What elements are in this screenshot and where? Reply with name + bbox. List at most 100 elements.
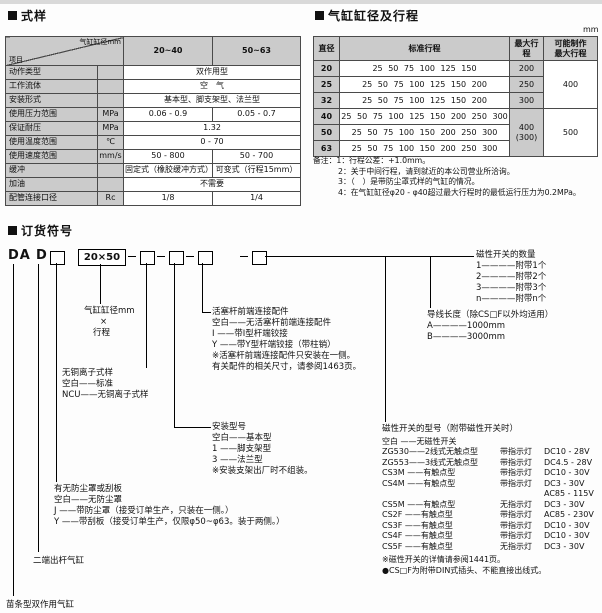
section-title-bore-stroke-text: 气缸缸径及行程 xyxy=(328,9,420,23)
switch-model-code: CS5M ——有触点型 xyxy=(382,499,456,509)
switch-model-code: CS2F ——有触点型 xyxy=(382,510,453,519)
leader-line-rod-end xyxy=(202,263,203,312)
spec-unit-cell: ℃ xyxy=(97,134,124,150)
switch-model-note: ※磁性开关的详情请参阅1441页。 xyxy=(382,555,506,564)
spec-unit-cell xyxy=(97,176,124,192)
mounting-option: 空白——基本型 xyxy=(212,433,272,443)
option-box-rod-end xyxy=(198,251,213,265)
leader-line-series xyxy=(13,264,14,596)
stroke-limit-cell: 300 xyxy=(509,92,544,109)
diameter-cell: 50 xyxy=(313,124,340,141)
stroke-limit-cell: 400 (300) xyxy=(509,108,544,157)
leader-line-dust-cover xyxy=(56,263,57,482)
diameter-cell: 25 xyxy=(313,76,340,93)
stroke-limit-cell: 250 xyxy=(509,76,544,93)
switch-indicator-type: 无指示灯 xyxy=(500,541,532,551)
spec-label-cell: 配管连接口径 xyxy=(5,190,98,206)
switch-indicator-type: 带指示灯 xyxy=(500,478,532,488)
stroke-header-row: 直径 标准行程 最大行程 可能制作 最大行程 xyxy=(313,36,598,61)
switch-model-row: 空白 ——无磁性开关 xyxy=(382,437,598,448)
callout-title: 磁性开关的型号（附带磁性开关时） xyxy=(382,424,519,434)
leader-line-switch-model xyxy=(385,256,386,422)
switch-indicator-type: 带指示灯 xyxy=(500,457,532,467)
switch-indicator-type xyxy=(500,437,544,448)
spec-value-cell: 1.32 xyxy=(123,120,301,136)
spec-value-cell: 基本型、脚支架型、法兰型 xyxy=(123,92,301,108)
switch-model-code: ZG530——2线式无触点型 xyxy=(382,447,479,456)
switch-voltage: DC10 - 30V xyxy=(544,468,590,477)
square-bullet-icon xyxy=(8,11,17,20)
col-header-diameter: 直径 xyxy=(313,36,340,61)
spec-value-cell: 1/8 xyxy=(123,190,213,206)
spec-unit-cell: MPa xyxy=(97,120,124,136)
spec-label-cell: 安装形式 xyxy=(5,92,98,108)
leader-line-switch-qty xyxy=(265,256,474,257)
switch-indicator-type xyxy=(500,489,544,500)
standard-strokes-cell: 25 50 75 100 125 150 200 xyxy=(339,76,510,93)
spec-header-row: 气缸缸径mm 项目 20~40 50~63 xyxy=(5,36,301,66)
spec-value-cell: 0 - 70 xyxy=(123,134,301,150)
mounting-note: ※安装支架出厂时不组装。 xyxy=(212,466,313,476)
option-box-switch xyxy=(252,251,267,265)
corner-bottom-label: 项目 xyxy=(9,55,23,64)
switch-voltage: DC10 - 30V xyxy=(544,531,590,540)
spec-unit-cell xyxy=(97,162,124,178)
spec-unit-cell xyxy=(97,78,124,94)
col-header-max-stroke: 最大行程 xyxy=(509,36,544,61)
rod-end-note: 有关配件的相关尺寸，请参阅1463页。 xyxy=(212,362,362,372)
spec-label-cell: 使用速度范围 xyxy=(5,148,98,164)
dash-separator xyxy=(157,256,165,257)
rod-end-option: 空白——无活塞杆前端连接配件 xyxy=(212,318,332,328)
col-header-standard-stroke: 标准行程 xyxy=(339,36,510,61)
code-bore-stroke-box: 20×50 xyxy=(78,249,126,266)
corner-top-label: 气缸缸径mm xyxy=(79,38,121,46)
switch-model-row: AC85 - 115V xyxy=(382,489,598,500)
note-line: 备注：1：行程公差：+1.0mm。 xyxy=(313,156,431,165)
spec-value-cell: 50 - 800 xyxy=(123,148,213,164)
switch-voltage: DC10 - 28V xyxy=(544,447,590,456)
leader-line-double-rod xyxy=(38,264,39,552)
callout-title: 活塞杆前端连接配件 xyxy=(212,307,289,317)
bore-stroke-line1: 气缸缸径mm xyxy=(84,306,135,316)
label-double-rod-cylinder: 二端出杆气缸 xyxy=(33,556,85,566)
standard-strokes-cell: 25 50 75 100 150 200 250 300 xyxy=(339,140,510,157)
dust-cover-option: 空白——无防尘罩 xyxy=(54,495,123,505)
dash-separator xyxy=(128,256,136,257)
section-title-spec: 式样 xyxy=(8,7,47,24)
spec-value-cell: 固定式（橡胶缓冲方式） xyxy=(123,162,213,178)
spec-label-cell: 动作类型 xyxy=(5,64,98,80)
spec-unit-cell: MPa xyxy=(97,106,124,122)
note-line: 2：关于中间行程，请到就近的本公司营业所洽询。 xyxy=(338,166,515,176)
section-title-bore-stroke: 气缸缸径及行程 xyxy=(315,7,419,24)
switch-indicator-type: 无指示灯 xyxy=(500,499,532,509)
leader-line-rod-end-h xyxy=(202,312,211,313)
switch-model-code: CS4F ——有触点型 xyxy=(382,531,453,540)
spec-unit-cell xyxy=(97,92,124,108)
diameter-cell: 63 xyxy=(313,140,340,157)
square-bullet-icon xyxy=(315,11,324,20)
note-line: 4：在气缸缸径φ20 - φ40超过最大行程时的最低运行压力为0.2MPa。 xyxy=(338,187,581,197)
